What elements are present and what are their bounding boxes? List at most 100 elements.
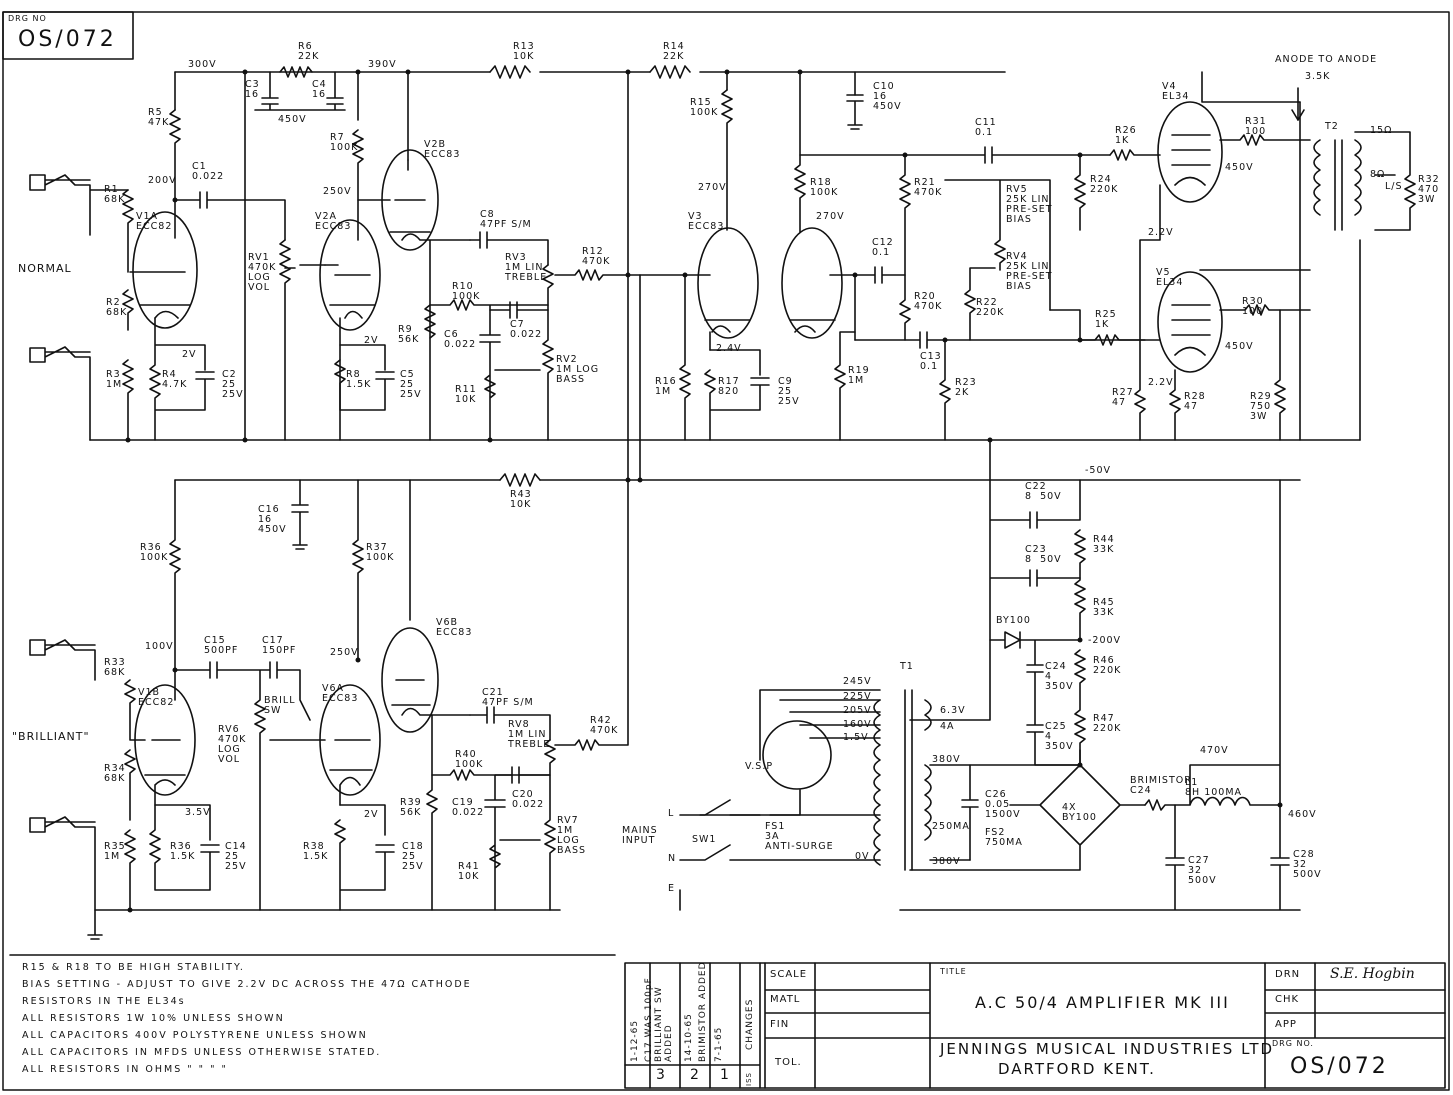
label-r45: R45 33K bbox=[1093, 597, 1115, 618]
label-r27: R27 47 bbox=[1112, 387, 1134, 408]
label-r33: R33 68K bbox=[104, 657, 126, 678]
cathode-2v-c: 2V bbox=[364, 809, 379, 820]
label-r46: R46 220K bbox=[1093, 655, 1122, 676]
tb-title: A.C 50/4 AMPLIFIER MK III bbox=[975, 993, 1230, 1012]
label-c3: C3 16 bbox=[245, 79, 260, 100]
corner-drg-number: OS/072 bbox=[18, 27, 117, 52]
label-c11: C11 0.1 bbox=[975, 117, 997, 138]
rail-300v: 300V bbox=[188, 59, 217, 70]
label-mains-e: E bbox=[668, 883, 676, 894]
label-c20: C20 0.022 bbox=[512, 789, 545, 810]
label-v5: V5 EL34 bbox=[1156, 267, 1184, 288]
label-c15: C15 500pF bbox=[204, 635, 239, 656]
label-r21: R21 470K bbox=[914, 177, 943, 198]
cathode-35v: 3.5V bbox=[185, 807, 211, 818]
label-heater-4a: 4A bbox=[940, 721, 955, 732]
label-v1b: V1b ECC82 bbox=[138, 687, 175, 708]
changes-header: CHANGES bbox=[745, 998, 755, 1050]
label-c17: C17 150pF bbox=[262, 635, 297, 656]
label-rv6: RV6 470K LOG VOL bbox=[218, 724, 247, 765]
label-r29: R29 750 3W bbox=[1250, 391, 1272, 422]
label-r47: R47 220K bbox=[1093, 713, 1122, 734]
rail-250v: 250V bbox=[323, 186, 352, 197]
label-r25: R25 1K bbox=[1095, 309, 1117, 330]
change-2-iss: 2 bbox=[690, 1067, 700, 1083]
label-c1: C1 0.022 bbox=[192, 161, 225, 182]
label-c9: C9 25 25V bbox=[778, 376, 800, 407]
note-2: BIAS SETTING - ADJUST TO GIVE 2.2V DC AC… bbox=[22, 979, 472, 990]
label-tap-205: 205V bbox=[843, 705, 872, 716]
rail-450v-b: 450V bbox=[1225, 341, 1254, 352]
label-r2: R2 68K bbox=[106, 297, 128, 318]
tb-scale: SCALE bbox=[770, 969, 808, 980]
label-v1a: V1a ECC82 bbox=[136, 211, 173, 232]
label-v6b: V6b ECC83 bbox=[436, 617, 473, 638]
label-fs1: FS1 3A ANTI-SURGE bbox=[765, 821, 834, 852]
label-c22: C22 8 50V bbox=[1025, 481, 1062, 502]
tb-company: JENNINGS MUSICAL INDUSTRIES LTD bbox=[940, 1040, 1275, 1058]
label-c19: C19 0.022 bbox=[452, 797, 485, 818]
label-t2: T2 bbox=[1325, 121, 1339, 132]
label-c13: C13 0.1 bbox=[920, 351, 942, 372]
rail-neg50v: -50V bbox=[1085, 465, 1112, 476]
label-c16: C16 16 450V bbox=[258, 504, 287, 535]
label-r1: R1 68K bbox=[104, 184, 126, 205]
label-r4: R4 4.7K bbox=[162, 369, 188, 390]
label-c27: C27 32 500V bbox=[1188, 855, 1217, 886]
note-1: R15 & R18 TO BE HIGH STABILITY. bbox=[22, 962, 245, 973]
label-tap-160: 160V bbox=[843, 719, 872, 730]
tb-fin: FIN bbox=[770, 1019, 790, 1030]
label-r42: R42 470K bbox=[590, 715, 619, 736]
label-bridge: 4x BY100 bbox=[1062, 802, 1097, 823]
rail-270v: 270V bbox=[698, 182, 727, 193]
rail-460v: 460V bbox=[1288, 809, 1317, 820]
label-vsp: V.S.P bbox=[745, 761, 774, 772]
label-c2: C2 25 25V bbox=[222, 369, 244, 400]
label-r17: R17 820 bbox=[718, 376, 740, 397]
label-tap-115: 1.5V bbox=[843, 732, 869, 743]
corner-drg-label: DRG No bbox=[8, 14, 47, 23]
label-r23: R23 2K bbox=[955, 377, 977, 398]
label-c3-voltage: 450V bbox=[278, 114, 307, 125]
label-r41: R41 10K bbox=[458, 861, 480, 882]
label-v2a: V2a ECC83 bbox=[315, 211, 352, 232]
label-sw1: SW1 bbox=[692, 834, 717, 845]
label-rv5: RV5 25K LIN PRE-SET BIAS bbox=[1006, 184, 1053, 225]
label-r26: R26 1K bbox=[1115, 125, 1137, 146]
label-r15: R15 100K bbox=[690, 97, 719, 118]
label-r43: R43 10K bbox=[510, 489, 532, 510]
label-rv7: RV7 1M LOG BASS bbox=[557, 815, 587, 856]
label-c8: C8 47pF S/M bbox=[480, 209, 532, 230]
label-r38: R38 1.5K bbox=[303, 841, 329, 862]
label-t1: T1 bbox=[900, 661, 914, 672]
iss-header: ISS bbox=[745, 1072, 753, 1086]
label-tap-245: 245V bbox=[843, 676, 872, 687]
label-l1: L1 8H 100mA bbox=[1185, 777, 1243, 798]
label-ht-250ma: 250mA bbox=[932, 821, 970, 832]
label-c28: C28 32 500V bbox=[1293, 849, 1322, 880]
label-mains-n: N bbox=[668, 853, 677, 864]
tb-tol: TOL. bbox=[775, 1057, 802, 1068]
rail-neg200v: -200V bbox=[1088, 635, 1122, 646]
label-c5: C5 25 25V bbox=[400, 369, 422, 400]
label-ht-380v: 380V bbox=[932, 754, 961, 765]
label-rv2: RV2 1M LOG BASS bbox=[556, 354, 600, 385]
grid-22v: 2.2V bbox=[1148, 227, 1174, 238]
label-r44: R44 33K bbox=[1093, 534, 1115, 555]
label-rv3: RV3 1M LIN TREBLE bbox=[505, 252, 548, 283]
change-2-date: 14-10-65 bbox=[684, 1013, 694, 1062]
label-r28: R28 47 bbox=[1184, 391, 1206, 412]
note-3: RESISTORS IN THE EL34s bbox=[22, 996, 186, 1007]
label-r22: R22 220K bbox=[976, 297, 1005, 318]
normal-channel-label: NORMAL bbox=[18, 262, 72, 275]
label-mains-l: L bbox=[668, 808, 675, 819]
label-brill-sw: BRILL SW bbox=[264, 695, 296, 716]
label-mains-input: MAINS INPUT bbox=[622, 825, 658, 846]
note-7: ALL RESISTORS IN OHMS " " " " bbox=[22, 1064, 228, 1075]
label-rv8: RV8 1M LIN TREBLE bbox=[508, 719, 551, 750]
cathode-2v-b: 2V bbox=[364, 335, 379, 346]
label-out-ls: L/S bbox=[1385, 181, 1403, 192]
tb-chk: CHK bbox=[1275, 994, 1300, 1005]
tb-drn: DRN bbox=[1275, 969, 1301, 980]
note-6: ALL CAPACITORS IN MFDS UNLESS OTHERWISE … bbox=[22, 1047, 382, 1058]
